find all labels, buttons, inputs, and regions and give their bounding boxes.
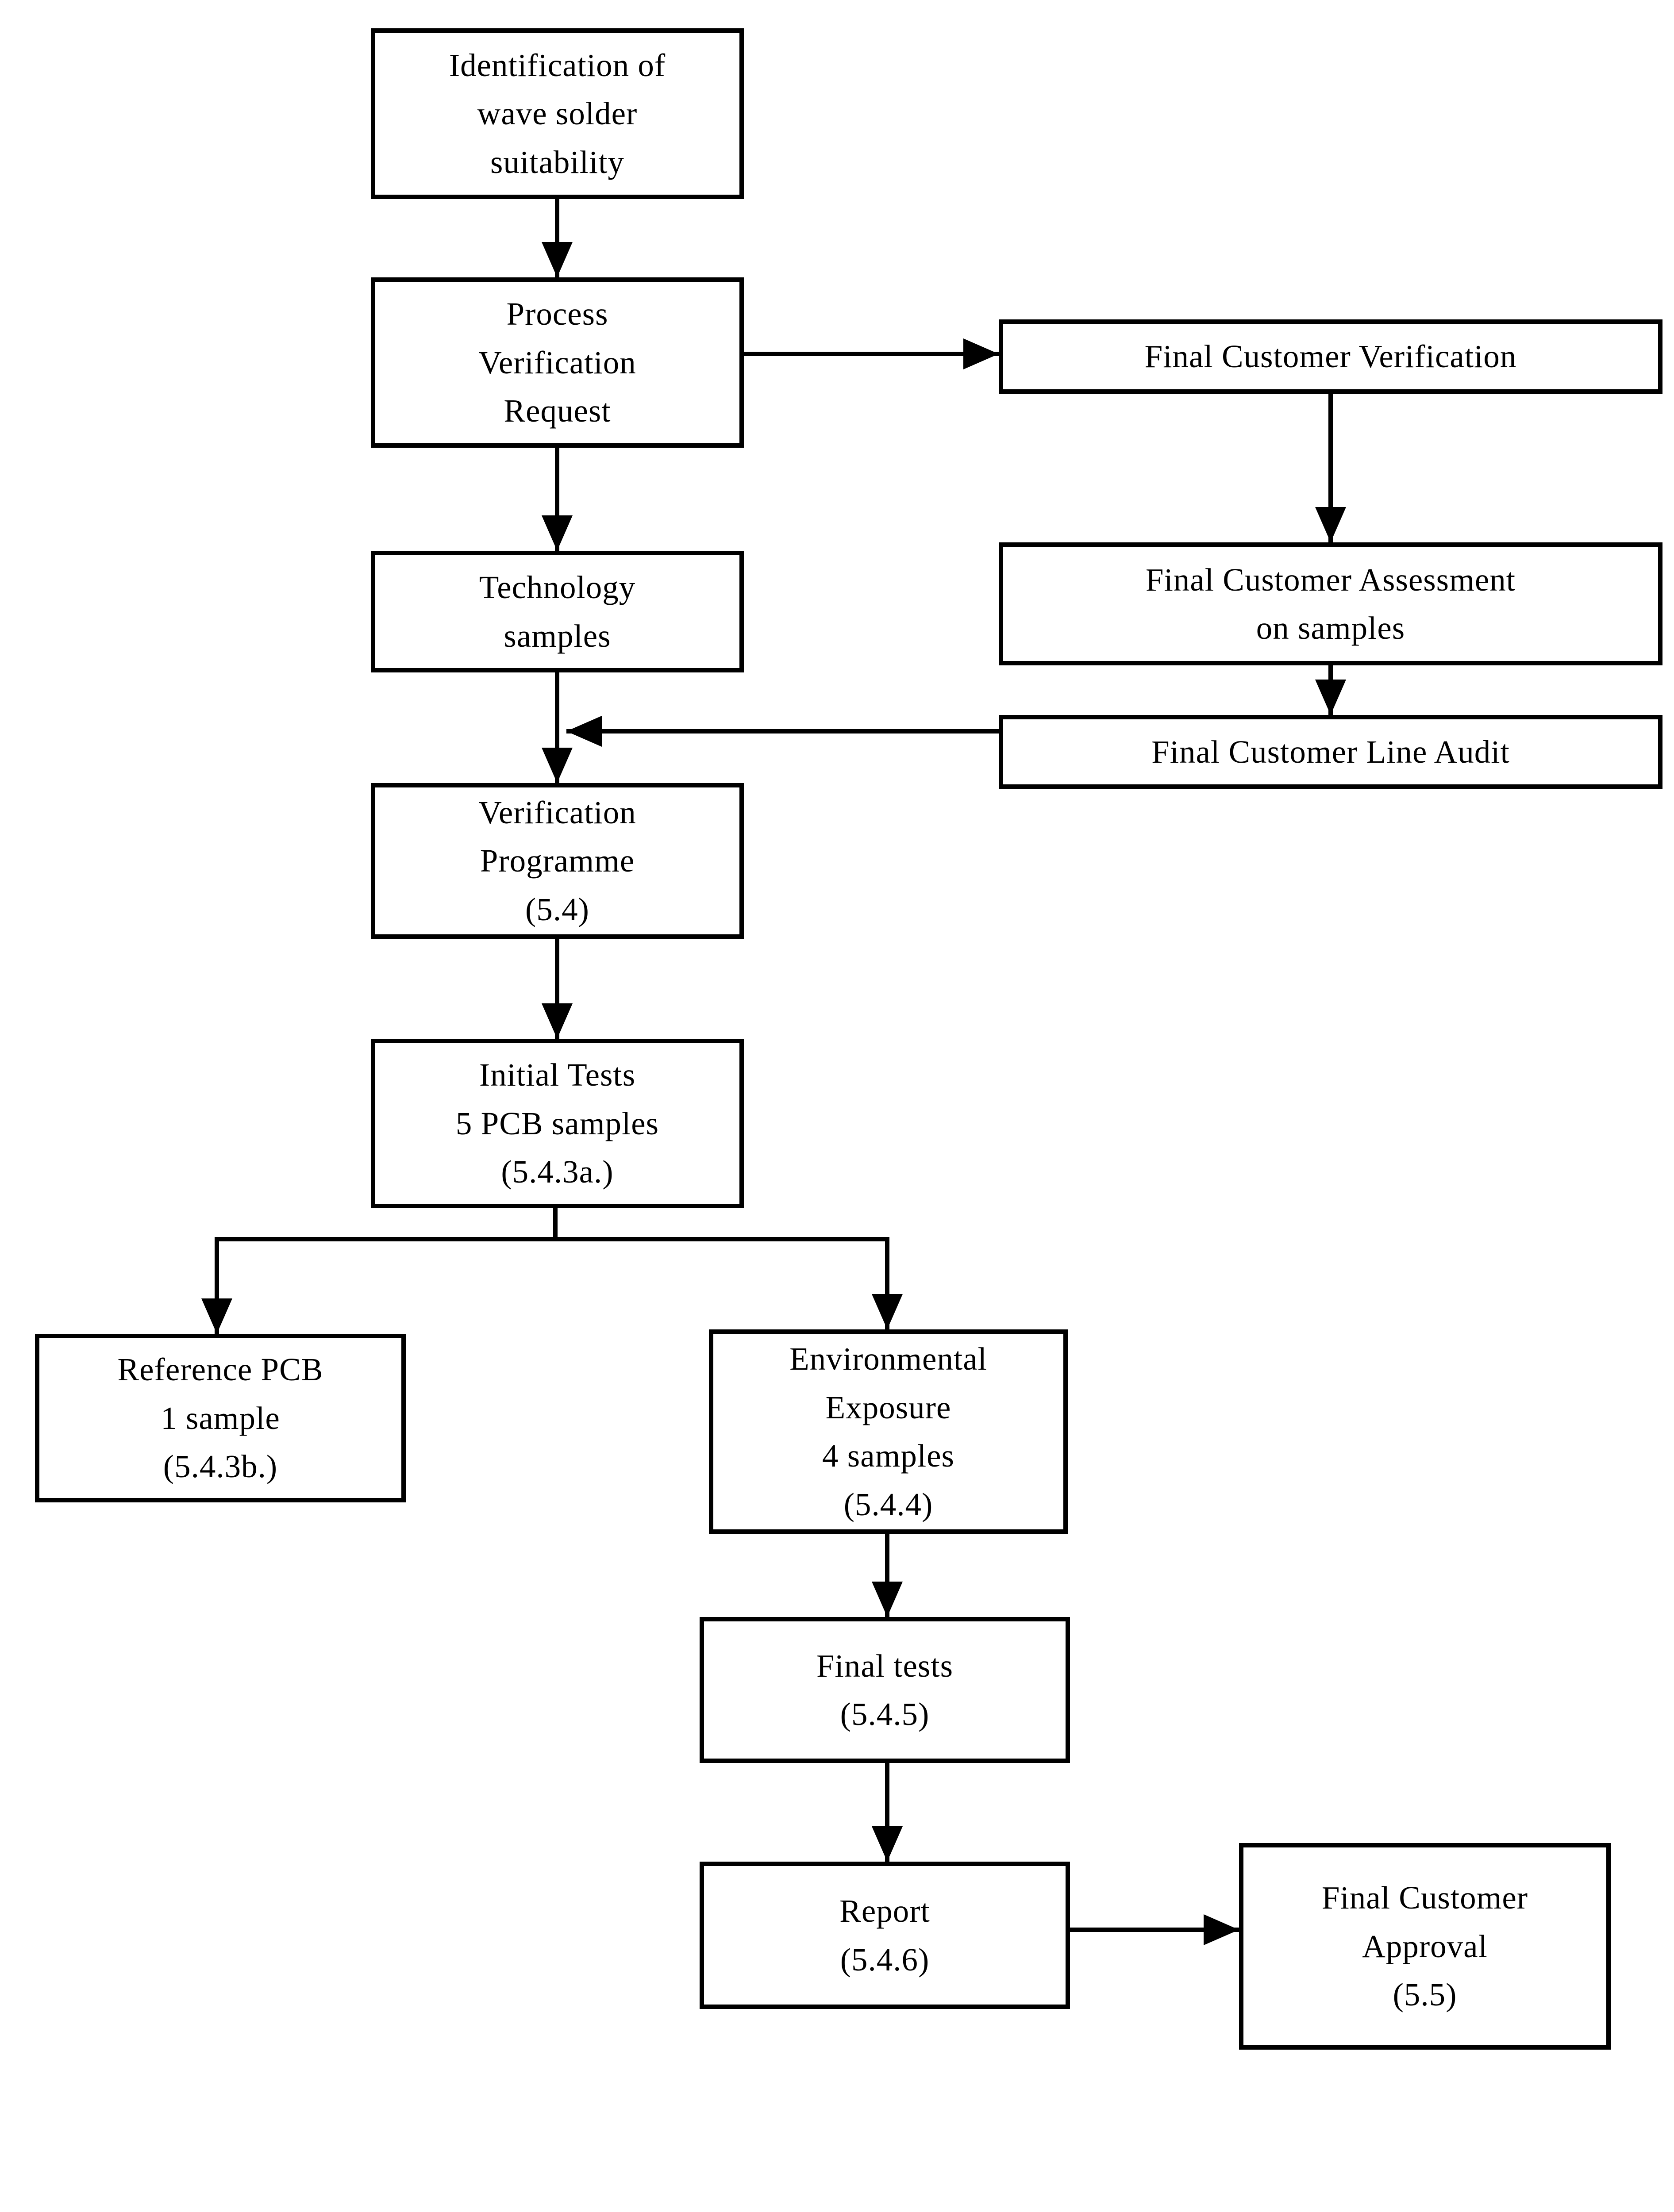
- flow-box-reference-pcb: Reference PCB 1 sample (5.4.3b.): [35, 1334, 406, 1502]
- flow-box-reference-pcb-label: Reference PCB 1 sample (5.4.3b.): [117, 1352, 323, 1485]
- flow-box-final-customer-verification-label: Final Customer Verification: [1144, 338, 1517, 375]
- flow-box-final-customer-approval: Final Customer Approval (5.5): [1239, 1843, 1611, 2050]
- flow-box-environmental-exposure: Environmental Exposure 4 samples (5.4.4): [709, 1329, 1068, 1534]
- flow-box-final-tests: Final tests (5.4.5): [700, 1617, 1070, 1763]
- flow-box-final-customer-verification: Final Customer Verification: [999, 319, 1662, 394]
- flow-box-final-customer-assessment: Final Customer Assessment on samples: [999, 542, 1662, 665]
- flow-box-verification-programme: Verification Programme (5.4): [371, 783, 744, 939]
- flow-box-verification-programme-label: Verification Programme (5.4): [478, 794, 636, 927]
- flow-box-identification-label: Identification of wave solder suitabilit…: [449, 47, 666, 180]
- flow-box-report: Report (5.4.6): [700, 1862, 1070, 2009]
- flow-box-final-customer-line-audit-label: Final Customer Line Audit: [1151, 733, 1510, 770]
- flow-box-final-customer-approval-label: Final Customer Approval (5.5): [1321, 1880, 1528, 2013]
- flow-box-identification: Identification of wave solder suitabilit…: [371, 28, 744, 199]
- flow-box-environmental-exposure-label: Environmental Exposure 4 samples (5.4.4): [789, 1341, 987, 1522]
- flow-box-process-verification-request: Process Verification Request: [371, 277, 744, 448]
- flow-box-final-customer-assessment-label: Final Customer Assessment on samples: [1145, 561, 1516, 646]
- flow-box-final-tests-label: Final tests (5.4.5): [816, 1647, 954, 1732]
- flow-box-report-label: Report (5.4.6): [839, 1893, 930, 1978]
- flow-box-final-customer-line-audit: Final Customer Line Audit: [999, 715, 1662, 789]
- branch-line-initial-tests: [215, 1206, 889, 1241]
- flow-box-initial-tests-label: Initial Tests 5 PCB samples (5.4.3a.): [455, 1057, 659, 1190]
- flow-box-process-verification-request-label: Process Verification Request: [478, 296, 636, 429]
- flow-box-technology-samples: Technology samples: [371, 551, 744, 672]
- flow-box-technology-samples-label: Technology samples: [479, 569, 636, 654]
- flow-box-initial-tests: Initial Tests 5 PCB samples (5.4.3a.): [371, 1039, 744, 1208]
